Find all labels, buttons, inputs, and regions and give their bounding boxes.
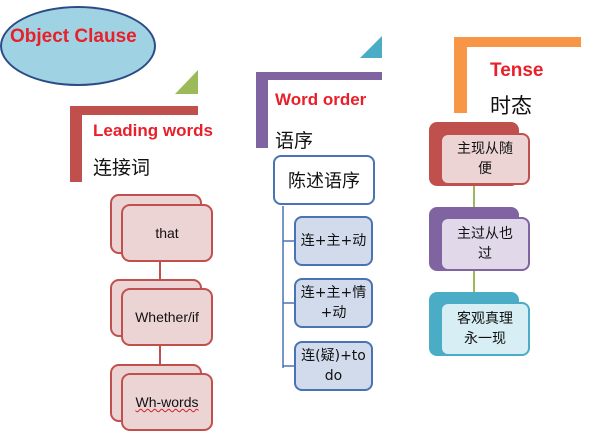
order-item-2: 连+主+情 +动 [294,278,373,328]
triangle-teal-icon [360,36,382,58]
tense-item-line1: 主过从也 [457,226,513,242]
order-bracket-side [256,72,268,148]
tense-item-1: 主现从随 便 [440,133,530,185]
leading-item-label: Whether/if [135,309,199,325]
order-heading-en: Word order [275,90,367,109]
tense-item-3: 客观真理 永一现 [440,302,530,356]
triangle-green-icon [175,70,198,94]
tense-item-line1: 客观真理 [457,311,513,327]
tense-item-line2: 便 [478,161,492,177]
order-item-line1: 连(疑)+to [301,348,366,364]
tense-item-line2: 永一现 [464,331,506,347]
leading-item-whether: Whether/if [121,288,213,346]
tense-bracket-side [454,37,467,113]
tense-heading-en: Tense [490,60,544,81]
tense-item-line1: 主现从随 [457,141,513,157]
tense-heading-cn: 时态 [490,94,532,118]
order-item-1: 连+主+动 [294,216,373,266]
order-heading-cn: 语序 [275,130,314,152]
tense-item-2: 主过从也 过 [440,217,530,271]
order-root-label: 陈述语序 [288,171,360,192]
leading-item-label: that [155,225,179,241]
leading-item-wh: Wh-words [121,373,213,431]
leading-item-label: Wh-words [135,394,199,410]
leading-item-that: that [121,204,213,262]
tense-bracket-top [454,37,581,47]
leading-heading-cn: 连接词 [93,157,151,179]
order-root-box: 陈述语序 [273,155,375,205]
order-bracket-top [256,72,382,80]
order-item-3: 连(疑)+to do [294,341,373,391]
order-item-line2: +动 [320,305,347,321]
tense-item-line2: 过 [478,246,492,262]
order-item-line1: 连+主+情 [300,285,367,301]
leading-bracket-side [70,106,82,182]
title-text: Object Clause [10,26,137,47]
title-ellipse [0,6,156,86]
leading-bracket-top [70,106,198,115]
leading-heading-en: Leading words [93,121,213,140]
order-item-line2: do [324,368,343,384]
order-item-line1: 连+主+动 [300,233,367,249]
